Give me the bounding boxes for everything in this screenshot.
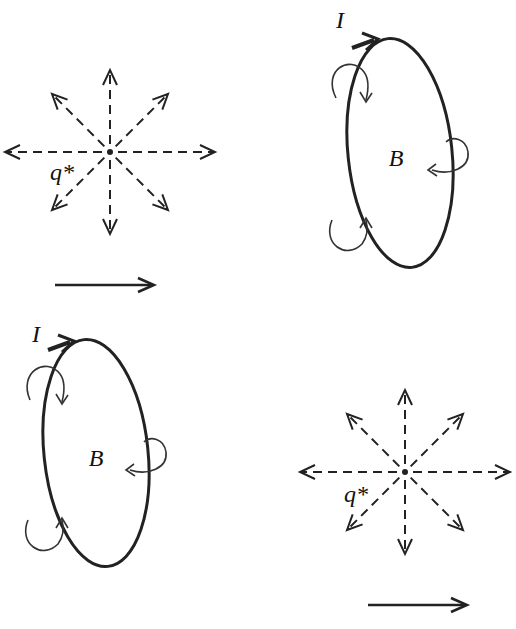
velocity-arrow <box>55 278 154 292</box>
current-loop <box>26 334 167 572</box>
charge-label: q* <box>48 159 76 185</box>
electric-field <box>5 70 215 234</box>
velocity-arrow <box>368 598 467 612</box>
electric-field <box>300 390 510 554</box>
field-label: B <box>387 145 406 171</box>
current-loop <box>330 33 469 273</box>
current-label: I <box>334 7 346 33</box>
charge-label: q* <box>342 481 370 507</box>
current-label: I <box>30 321 42 347</box>
field-label: B <box>87 445 106 471</box>
